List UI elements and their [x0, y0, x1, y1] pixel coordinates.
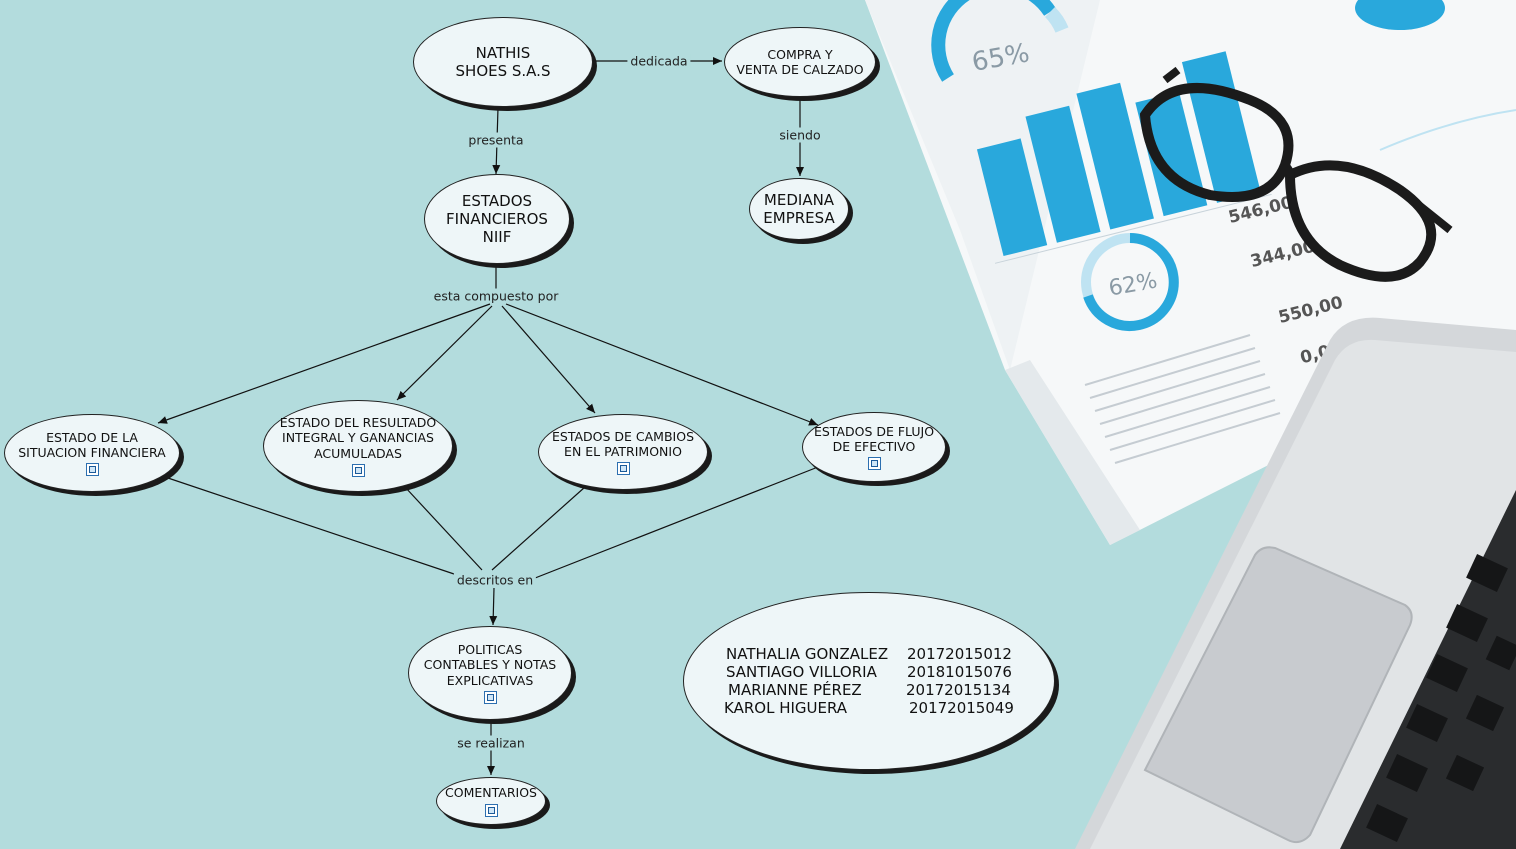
concept-label: ESTADO DEL RESULTADO INTEGRAL Y GANANCIA… [280, 415, 437, 461]
concept-compra-venta[interactable]: COMPRA Y VENTA DE CALZADO [724, 27, 876, 97]
concept-nathis-shoes[interactable]: NATHIS SHOES S.A.S [413, 17, 593, 107]
concept-label: ESTADOS DE FLUJO DE EFECTIVO [814, 424, 934, 455]
concept-cambios-patrimonio[interactable]: ESTADOS DE CAMBIOS EN EL PATRIMONIO [538, 414, 708, 490]
concept-situacion-financiera[interactable]: ESTADO DE LA SITUACION FINANCIERA [4, 414, 180, 492]
resource-icon[interactable] [86, 463, 99, 476]
concept-comentarios[interactable]: COMENTARIOS [436, 777, 546, 825]
students-box: NATHALIA GONZALEZ 20172015012 SANTIAGO V… [683, 592, 1055, 770]
link-label-dedicada: dedicada [627, 54, 690, 69]
concept-label: ESTADO DE LA SITUACION FINANCIERA [18, 430, 166, 461]
student-code: 20181015076 [907, 663, 1012, 681]
resource-icon[interactable] [485, 804, 498, 817]
resource-icon[interactable] [352, 464, 365, 477]
concept-label: POLITICAS CONTABLES Y NOTAS EXPLICATIVAS [424, 642, 556, 688]
concept-label: MEDIANA EMPRESA [763, 191, 834, 228]
student-name: NATHALIA GONZALEZ [726, 645, 888, 663]
student-code: 20172015049 [909, 699, 1014, 717]
student-name: KAROL HIGUERA [724, 699, 847, 717]
concept-resultado-integral[interactable]: ESTADO DEL RESULTADO INTEGRAL Y GANANCIA… [263, 400, 453, 492]
concept-label: NATHIS SHOES S.A.S [456, 44, 551, 81]
link-label-presenta: presenta [465, 133, 526, 148]
concept-estados-financieros[interactable]: ESTADOS FINANCIEROS NIIF [424, 174, 570, 264]
student-name: SANTIAGO VILLORIA [726, 663, 877, 681]
concept-label: ESTADOS FINANCIEROS NIIF [446, 192, 548, 247]
concept-label: COMPRA Y VENTA DE CALZADO [736, 47, 863, 78]
link-label-compuesto: esta compuesto por [431, 289, 562, 304]
concept-flujo-efectivo[interactable]: ESTADOS DE FLUJO DE EFECTIVO [802, 412, 946, 482]
concept-label: COMENTARIOS [445, 785, 537, 800]
concept-mediana-empresa[interactable]: MEDIANA EMPRESA [749, 178, 849, 240]
resource-icon[interactable] [868, 457, 881, 470]
student-code: 20172015012 [907, 645, 1012, 663]
concept-label: ESTADOS DE CAMBIOS EN EL PATRIMONIO [552, 429, 694, 460]
link-label-descritos: descritos en [454, 573, 536, 588]
resource-icon[interactable] [484, 691, 497, 704]
link-label-realizan: se realizan [454, 736, 527, 751]
resource-icon[interactable] [617, 462, 630, 475]
concept-politicas-contables[interactable]: POLITICAS CONTABLES Y NOTAS EXPLICATIVAS [408, 626, 572, 720]
student-name: MARIANNE PÉREZ [728, 681, 862, 699]
student-code: 20172015134 [906, 681, 1011, 699]
link-label-siendo: siendo [776, 128, 823, 143]
